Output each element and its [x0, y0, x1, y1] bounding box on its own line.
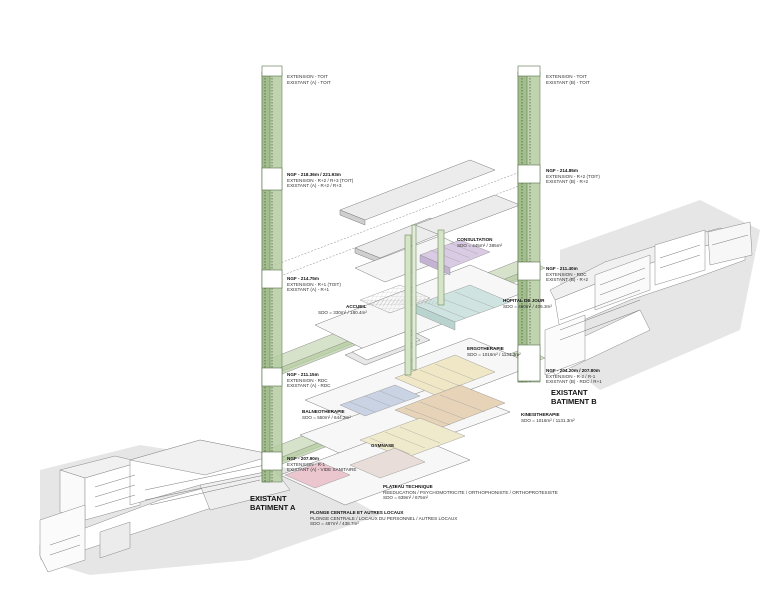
tower-a-top-line-1: EXTENSION - TOIT [287, 74, 328, 79]
level-line: EXTENSION - R-1 [287, 461, 326, 467]
ergotherapie-label: ERGOTHERAPIE SDO = 1016m² / 1131.3m² [467, 346, 521, 357]
level-ngf: NGF - 211.40m [546, 266, 578, 271]
program-sdo: SDO = 445m² / 385m² [457, 242, 503, 248]
level-line: EXTENSION - RDC [287, 377, 328, 383]
gymnase-label: GYMNASE [371, 443, 394, 449]
tower-a-level-4-label: NGF - 207.90m EXTENSION - R-1 EXISTANT (… [287, 456, 356, 473]
program-name: GYMNASE [371, 443, 395, 448]
columns [404, 224, 445, 376]
program-zones [284, 239, 511, 489]
building-a-title: EXISTANT BATIMENT A [250, 494, 296, 512]
program-name: ERGOTHERAPIE [467, 346, 504, 351]
building-b-title-line: EXISTANT [551, 388, 588, 397]
program-desc: REEDUCATION / PSYCHOMOTRICITE / ORTHOPHO… [383, 489, 558, 495]
level-line: EXISTANT (B) - R+2 [546, 179, 589, 185]
zone-room-lines [349, 242, 496, 455]
building-a-subtitle-line: BATIMENT A [250, 502, 296, 512]
tower-a-top-label: EXTENSION - TOIT EXISTANT (A) - TOIT [287, 74, 331, 85]
program-sdo: SDO = 639m² / 675m² [383, 495, 429, 501]
building-b-windows [559, 234, 749, 341]
tower-a-level-3-label: NGF - 211.15m EXTENSION - RDC EXISTANT (… [287, 372, 330, 389]
level-line: EXTENSION - R+1 (TOIT) [287, 281, 341, 287]
existing-building-a [39, 439, 291, 573]
level-line: EXTENSION - R+2 / R+3 (TOIT) [287, 177, 354, 183]
level-ngf: NGF - 211.15m [287, 372, 319, 377]
tower-a-level-2-label: NGF - 214.75m EXTENSION - R+1 (TOIT) EXI… [287, 276, 341, 293]
level-line: EXISTANT (A) - RDC [287, 383, 331, 389]
level-line: EXISTANT (A) - R+2 / R+3 [287, 183, 342, 189]
building-a-windows [49, 464, 266, 556]
level-line: EXISTANT (B) - R+2 [546, 277, 589, 283]
tower-b-top-line-2: EXISTANT (B) - TOIT [546, 79, 590, 85]
building-b-title: EXISTANT BATIMENT B [551, 388, 597, 406]
program-name: HOPITAL DE JOUR [503, 298, 545, 303]
tower-b-top-line-1: EXTENSION - TOIT [546, 74, 587, 79]
tower-a-top-line-2: EXISTANT (A) - TOIT [287, 79, 331, 85]
plateau-technique-label: PLATEAU TECHNIQUE REEDUCATION / PSYCHOMO… [383, 484, 558, 501]
program-name: PLATEAU TECHNIQUE [383, 484, 433, 489]
consultation-label: CONSULTATION SDO = 445m² / 385m² [457, 237, 502, 248]
level-line: EXTENSION - RDC [546, 271, 587, 277]
program-desc: PLONGE CENTRALE / LOCAUX DU PERSONNEL / … [310, 515, 458, 521]
tower-b-level-3-label: NGF - 204.20m / 207.80m EXTENSION - R-2 … [546, 368, 602, 385]
level-line: EXISTANT (B) - RDC / R+1 [546, 379, 602, 385]
level-ngf: NGF - 214.85m [546, 168, 578, 173]
ergotherapie-zone [394, 354, 496, 396]
level-line: EXISTANT (A) - VIDE SANITAIRE [287, 467, 357, 473]
balneotherapie-zone [339, 384, 421, 417]
building-b-subtitle-line: BATIMENT B [551, 396, 597, 406]
tower-b [517, 65, 541, 383]
tower-b-level-2-label: NGF - 211.40m EXTENSION - RDC EXISTANT (… [546, 266, 588, 283]
level-ngf: NGF - 218.36m / 221.93m [287, 172, 341, 177]
program-sdo: SDO = 487m² / 438.7m² [310, 521, 359, 527]
program-name: ACCUEIL [346, 304, 367, 309]
tower-a-level-1-label: NGF - 218.36m / 221.93m EXTENSION - R+2 … [287, 172, 353, 189]
program-name: CONSULTATION [457, 237, 493, 242]
program-sdo: SDO = 1016m² / 1131.3m² [467, 351, 521, 357]
plonge-zone [284, 461, 351, 489]
program-sdo: SDO = 1016m² / 1131.3m² [521, 417, 575, 423]
tower-a [261, 65, 283, 483]
program-name: PLONGE CENTRALE ET AUTRES LOCAUX [310, 510, 404, 515]
program-sdo: SDO = 450m² / 406.3m² [503, 303, 552, 309]
plonge-centrale-label: PLONGE CENTRALE ET AUTRES LOCAUX PLONGE … [310, 510, 457, 527]
level-ngf: NGF - 204.20m / 207.80m [546, 368, 600, 373]
tower-b-top-label: EXTENSION - TOIT EXISTANT (B) - TOIT [546, 74, 590, 85]
tower-b-level-1-label: NGF - 214.85m EXTENSION - R+2 (TOIT) EXI… [546, 168, 600, 185]
program-sdo: SDO = 330m² / 180.4m² [318, 309, 367, 315]
accueil-label: ACCUEIL SDO = 330m² / 180.4m² [318, 304, 367, 315]
level-ngf: NGF - 214.75m [287, 276, 319, 281]
kinesitherapie-label: KINESITHERAPIE SDO = 1016m² / 1131.3m² [521, 412, 575, 423]
level-line: EXTENSION - R+2 (TOIT) [546, 173, 600, 179]
program-sdo: SDO = 550m² / 644.2m² [302, 414, 351, 420]
level-line: EXISTANT (A) - R+1 [287, 287, 330, 293]
level-ngf: NGF - 207.90m [287, 456, 319, 461]
program-name: BALNEOTHERAPIE [302, 409, 345, 414]
program-name: KINESITHERAPIE [521, 412, 560, 417]
hopital-jour-label: HOPITAL DE JOUR SDO = 450m² / 406.3m² [503, 298, 552, 309]
balneotherapie-label: BALNEOTHERAPIE SDO = 550m² / 644.2m² [302, 409, 351, 420]
building-a-title-line: EXISTANT [250, 494, 287, 503]
level-line: EXTENSION - R-2 / R-1 [546, 373, 596, 379]
